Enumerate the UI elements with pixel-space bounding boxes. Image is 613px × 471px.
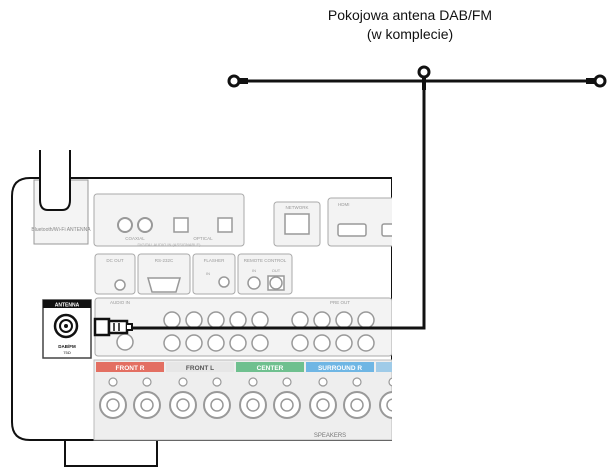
speakers-label: SPEAKERS bbox=[314, 433, 346, 439]
remote-in-label: IN bbox=[252, 268, 256, 273]
flasher-label: FLASHER bbox=[204, 258, 226, 263]
ethernet-port-icon bbox=[284, 213, 310, 235]
bluetooth-label: Bluetooth/Wi-Fi ANTENNA bbox=[31, 227, 91, 233]
remote-out-label: OUT bbox=[272, 268, 281, 273]
speaker-group-label: SURROUND R bbox=[318, 365, 362, 372]
receiver-foot bbox=[64, 439, 158, 467]
speaker-terminal-icon bbox=[379, 391, 392, 419]
audio-in-label: AUDIO IN bbox=[110, 300, 130, 305]
antenna-impedance: 75Ω bbox=[63, 350, 70, 355]
remote-control-label: REMOTE CONTROL bbox=[244, 258, 287, 263]
flasher-in-label: IN bbox=[206, 271, 210, 276]
rs232c-port-icon bbox=[147, 277, 181, 293]
dc-out-label: DC OUT bbox=[106, 258, 123, 263]
antenna-plug-icon bbox=[93, 317, 133, 337]
antenna-terminal-label: ANTENNA bbox=[55, 303, 80, 309]
speaker-group-label: SU bbox=[405, 365, 414, 372]
speaker-group-3: SURROUND R bbox=[306, 362, 374, 419]
speaker-terminal-icon bbox=[414, 392, 440, 418]
hdmi-label: HDMI bbox=[338, 202, 350, 207]
antenna-cable bbox=[392, 90, 426, 330]
bluetooth-antenna-icon bbox=[39, 150, 71, 211]
speaker-group-0: FRONT R bbox=[96, 362, 164, 419]
pre-out-label: PRE OUT bbox=[330, 300, 350, 305]
speaker-group-label: CENTER bbox=[257, 365, 284, 372]
antenna-junction-icon bbox=[417, 65, 431, 79]
antenna-title: Pokojowa antena DAB/FM bbox=[327, 7, 493, 23]
network-label: NETWORK bbox=[286, 205, 309, 210]
digital-audio-block bbox=[93, 193, 245, 247]
rca-jacks bbox=[116, 311, 375, 352]
receiver-rear-panel: Bluetooth/Wi-Fi ANTENNA COAXIAL OPTICAL … bbox=[11, 150, 440, 467]
antenna-right-end-icon bbox=[593, 74, 607, 88]
antenna-caption: Pokojowa antena DAB/FM (w komplecie) bbox=[300, 6, 520, 44]
antenna-left-end-icon bbox=[227, 74, 241, 88]
optical-label: OPTICAL bbox=[193, 236, 213, 241]
speaker-groups: FRONT R FRONT L CENTER SURROUND R SU bbox=[96, 362, 440, 419]
digital-audio-label: DIGITAL AUDIO IN (ASSIGNABLE) bbox=[138, 242, 202, 247]
antenna-subtitle: (w komplecie) bbox=[366, 26, 454, 42]
coaxial-label: COAXIAL bbox=[125, 236, 145, 241]
speaker-group-4: SU bbox=[376, 362, 440, 419]
rs232c-label: RS-232C bbox=[155, 258, 174, 263]
speaker-group-2: CENTER bbox=[236, 362, 304, 419]
dab-fm-terminal-type: DAB/FM bbox=[58, 344, 76, 349]
speaker-group-1: FRONT L bbox=[166, 362, 234, 419]
speaker-group-label: FRONT R bbox=[116, 365, 145, 372]
speaker-group-label: FRONT L bbox=[186, 365, 214, 372]
